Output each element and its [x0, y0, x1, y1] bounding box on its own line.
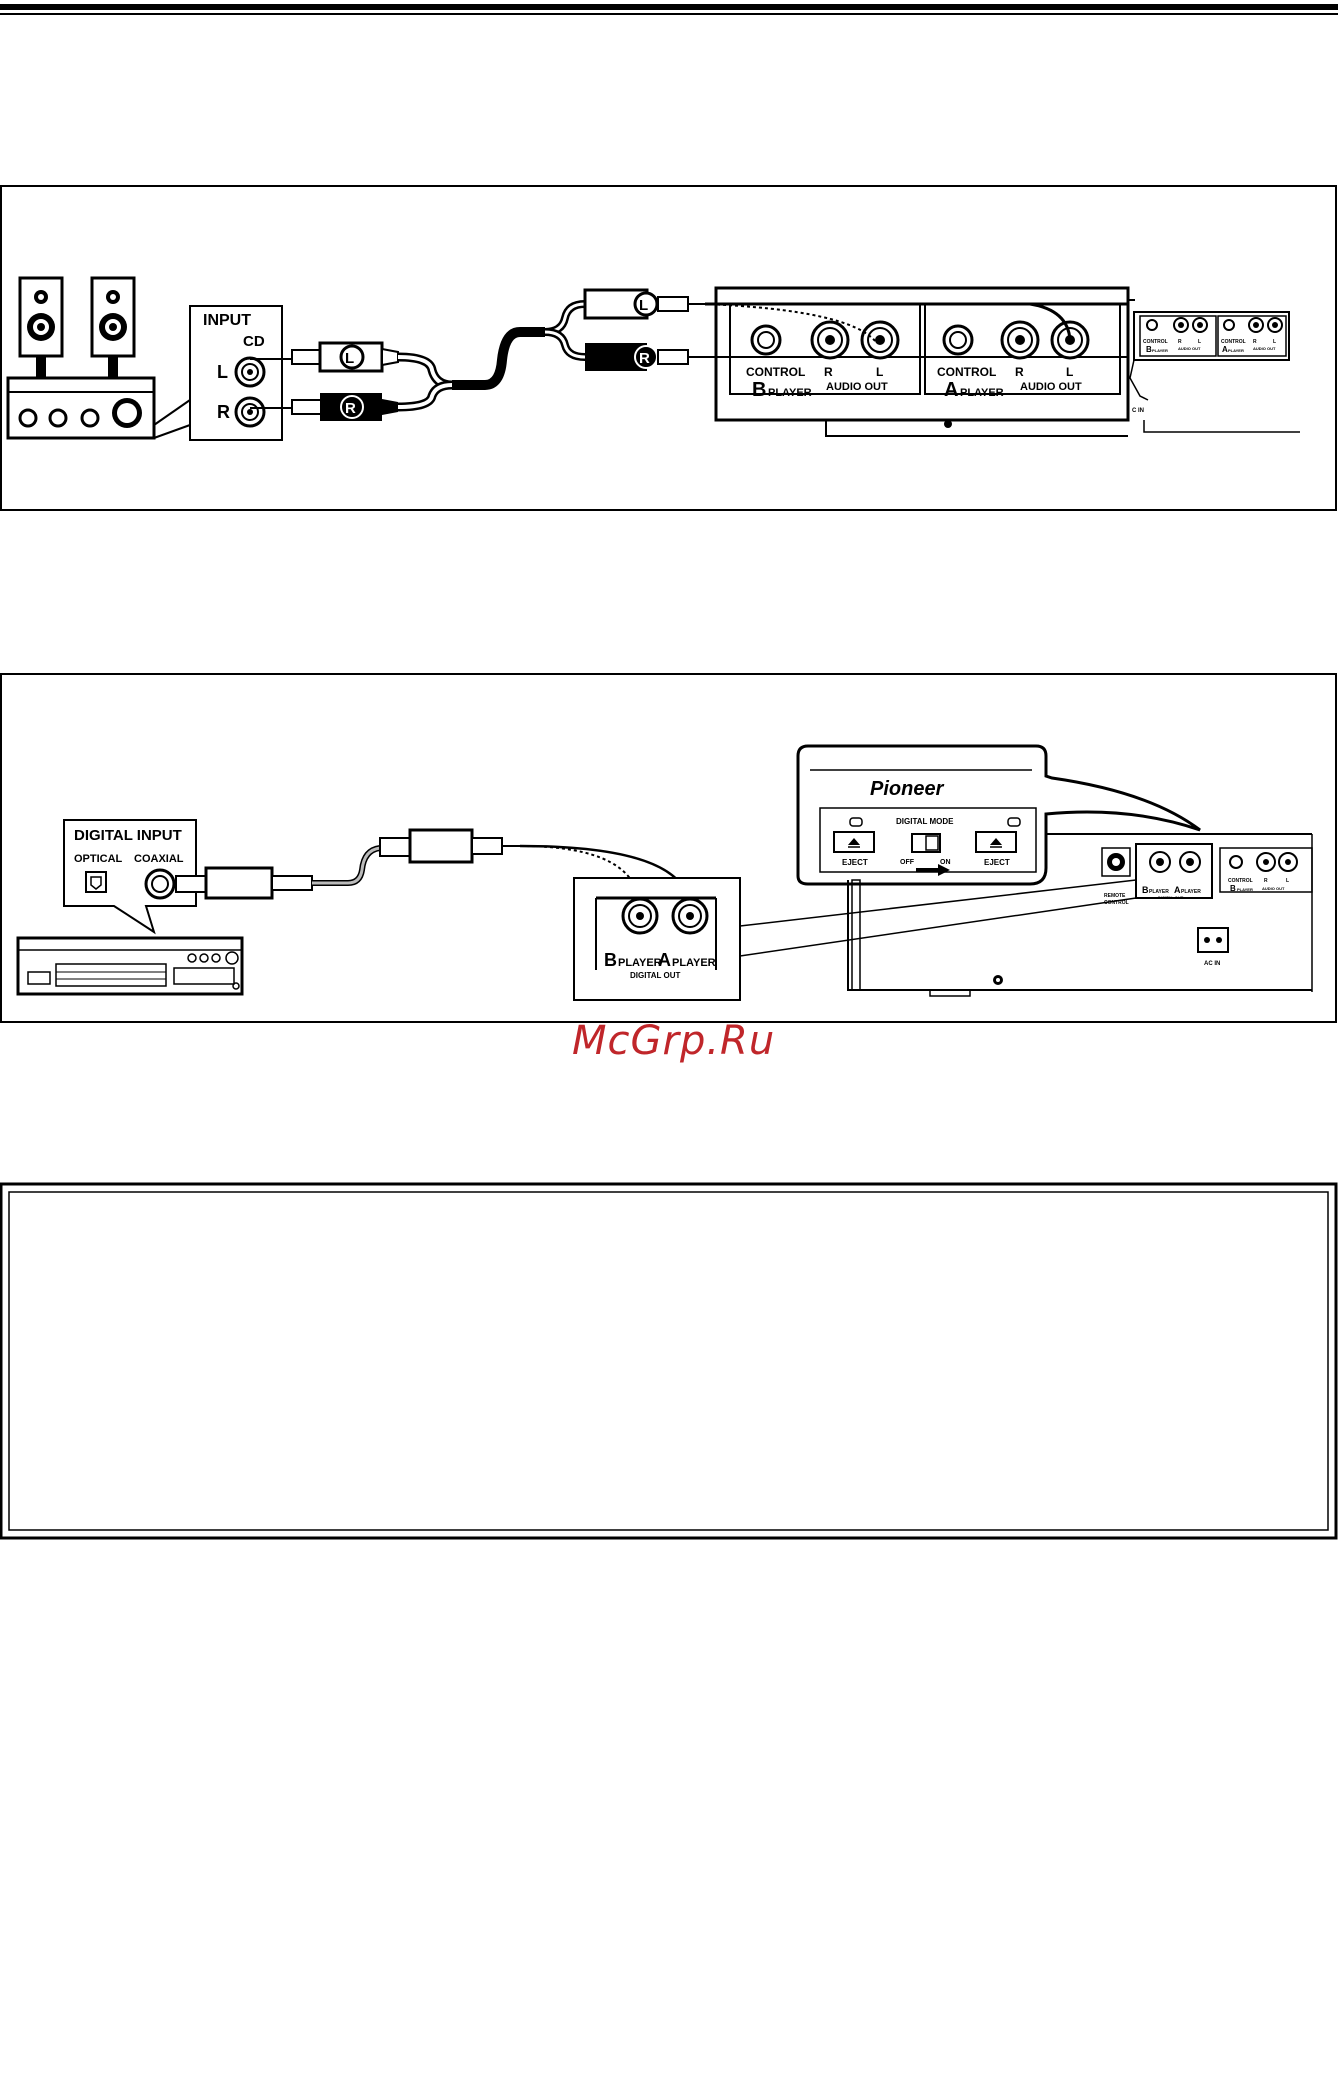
player-rear-panel-digital: REMOTE CONTROL B PLAYER A PLAYER DIGITAL… — [847, 833, 1313, 997]
rear-digital-out: DIGITAL OUT — [1158, 895, 1184, 900]
mini-l-a: L — [1273, 339, 1276, 345]
coaxial-label: COAXIAL — [134, 853, 184, 865]
mini-control-b: CONTROL — [1143, 339, 1168, 345]
rear-b2-word: PLAYER — [1237, 887, 1253, 892]
speaker-left — [18, 276, 64, 378]
rear-a-word: PLAYER — [1181, 889, 1201, 895]
rear-l: L — [1286, 878, 1289, 884]
player-a-word: PLAYER — [960, 387, 1004, 399]
on-label: ON — [940, 859, 951, 866]
mini-rear-panel: CONTROL R L B PLAYER AUDIO OUT CONTROL R… — [1129, 311, 1300, 433]
digital-input-title: DIGITAL INPUT — [74, 827, 182, 844]
input-cd-label: CD — [243, 333, 265, 350]
eject-label-left: EJECT — [842, 858, 868, 867]
player-rear-panel: CONTROL R L B PLAYER AUDIO OUT CONTROL R… — [704, 286, 1135, 437]
optical-label: OPTICAL — [74, 853, 123, 865]
audio-out-label-b: AUDIO OUT — [826, 381, 888, 393]
mini-audio-out-a: AUDIO OUT — [1253, 346, 1276, 351]
input-r-label: R — [217, 402, 230, 422]
rear-r: R — [1264, 878, 1268, 884]
l-label-a: L — [1066, 365, 1073, 379]
figure-digital-connection: DIGITAL INPUT OPTICAL COAXIAL — [0, 673, 1337, 1023]
r-label-b: R — [824, 365, 833, 379]
rear-b-word: PLAYER — [1149, 889, 1169, 895]
input-l-label: L — [217, 362, 228, 382]
cable-plug-r-left: R — [250, 393, 398, 421]
audio-out-label-a: AUDIO OUT — [1020, 381, 1082, 393]
ac-inlet[interactable] — [1197, 927, 1229, 953]
ac-in-label: AC IN — [1204, 961, 1220, 967]
mini-b-letter: B — [1146, 345, 1152, 354]
rear-a-letter: A — [1174, 885, 1181, 895]
zoom-a-word: PLAYER — [672, 957, 716, 969]
cable-plug-l-left: L — [250, 341, 399, 373]
mini-r-b: R — [1178, 339, 1182, 345]
amp-input-panel: INPUT CD L R — [189, 305, 283, 441]
note-box — [0, 1182, 1338, 1540]
digital-input-panel: DIGITAL INPUT OPTICAL COAXIAL — [63, 819, 197, 935]
ac-in-fragment: C IN — [1132, 408, 1144, 414]
cable-plug-r-right: R — [585, 343, 705, 371]
header-rule — [0, 4, 1338, 15]
mini-a-letter: A — [1222, 345, 1228, 354]
zoom-b-letter: B — [604, 950, 617, 970]
mini-control-a: CONTROL — [1221, 339, 1246, 345]
remote-label-2: CONTROL — [1104, 900, 1129, 906]
rear-b-letter: B — [1142, 885, 1149, 895]
input-title: INPUT — [203, 312, 251, 329]
plug-l-label: L — [345, 350, 354, 367]
control-label-b: CONTROL — [746, 365, 805, 379]
r-label-a: R — [1015, 365, 1024, 379]
figure-analog-connection: INPUT CD L R L R — [0, 185, 1337, 511]
zoom-b-word: PLAYER — [618, 957, 662, 969]
speaker-right — [90, 276, 136, 378]
remote-label-1: REMOTE — [1104, 893, 1126, 899]
mini-audio-out-b: AUDIO OUT — [1178, 346, 1201, 351]
plug-l-label-right: L — [639, 297, 648, 314]
player-a-letter: A — [944, 379, 958, 401]
plug-r-label-right: R — [639, 350, 650, 367]
digital-mode-label: DIGITAL MODE — [896, 817, 954, 826]
rear-control: CONTROL — [1228, 878, 1253, 884]
player-front-panel: Pioneer DIGITAL MODE EJECT EJECT OFF ON — [796, 744, 1201, 886]
l-label-b: L — [876, 365, 883, 379]
rear-b2-letter: B — [1230, 884, 1236, 893]
digital-out-zoom: B PLAYER A PLAYER DIGITAL OUT — [573, 877, 1137, 1001]
cd-player-icon — [16, 936, 244, 996]
control-label-a: CONTROL — [937, 365, 996, 379]
brand-logo: Pioneer — [870, 778, 945, 800]
coaxial-cable — [175, 828, 692, 911]
zoom-a-letter: A — [658, 950, 671, 970]
eject-label-right: EJECT — [984, 858, 1010, 867]
rear-audio-out: AUDIO OUT — [1262, 886, 1285, 891]
cable-plug-l-right: L — [583, 288, 705, 320]
off-label: OFF — [900, 859, 915, 866]
amplifier-icon — [6, 376, 191, 440]
mini-r-a: R — [1253, 339, 1257, 345]
zoom-digital-out: DIGITAL OUT — [630, 971, 680, 980]
stereo-cable — [397, 300, 586, 412]
player-b-word: PLAYER — [768, 387, 812, 399]
mini-player-b: PLAYER — [1152, 348, 1168, 353]
mini-l-b: L — [1198, 339, 1201, 345]
watermark-text: McGrp.Ru — [572, 1018, 776, 1064]
player-b-letter: B — [752, 379, 766, 401]
plug-r-label: R — [345, 400, 356, 417]
mini-player-a: PLAYER — [1228, 348, 1244, 353]
